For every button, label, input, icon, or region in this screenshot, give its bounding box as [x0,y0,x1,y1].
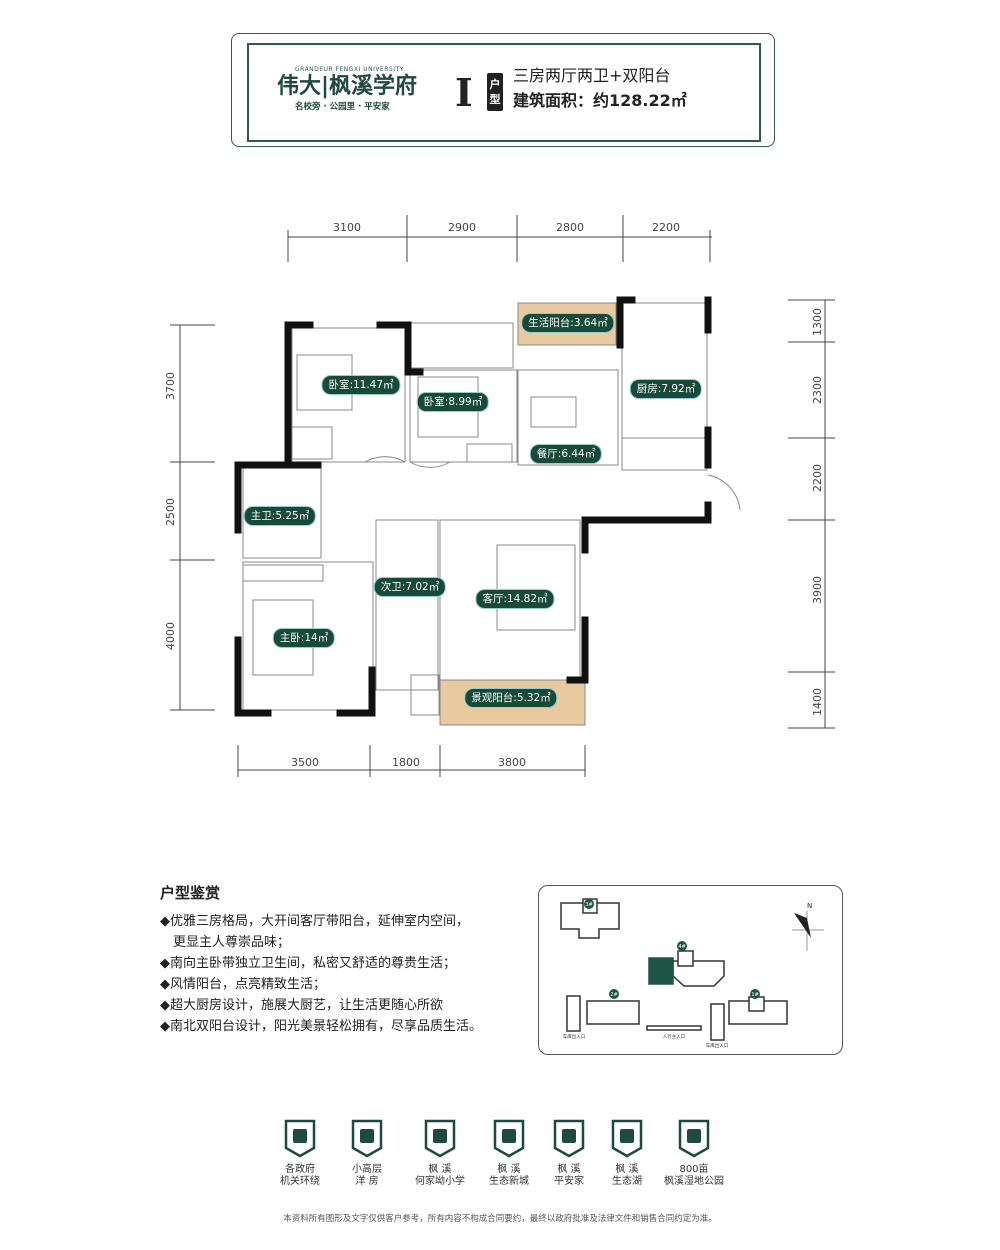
dim-right-4: 3900 [811,576,824,604]
amenity-line2: 生态湖 [612,1176,642,1187]
features-title: 户型鉴赏 [160,884,221,902]
amenity-line2: 平安家 [554,1176,584,1187]
room-label-view-balcony: 景观阳台:5.32㎡ [464,688,558,708]
building-label: 4# [678,944,685,950]
amenity-item: 小高层洋 房 [327,1118,407,1188]
amenity-item: 枫 溪生态新城 [469,1118,549,1188]
dim-right-2: 2300 [811,376,824,404]
site-map: 3# 4# 2# 1# N 车库出入口 人行主入口 车库出入口 [538,885,843,1055]
room-label-second-bath: 次卫:7.02㎡ [373,577,447,597]
garage-entrance-west [566,995,581,1032]
dim-left-3: 4000 [164,622,177,650]
highlighted-unit [648,957,674,985]
north-arrow-icon: N [792,902,824,951]
room-label-master-bath: 主卫:5.25㎡ [243,506,317,526]
room-label-kitchen: 厨房:7.92㎡ [629,379,703,399]
room-label-living: 客厅:14.82㎡ [475,589,555,609]
feature-item: ◆优雅三房格局，大开间客厅带阳台，延伸室内空间， [160,914,469,929]
dimension-lines [170,215,835,777]
building-label: 2# [610,992,617,998]
brand-english: GRANDEUR FENGXI UNIVERSITY [295,66,404,73]
layout-description: 三房两厅两卫+双阳台 [513,66,671,85]
dim-right-1: 1300 [811,308,824,336]
title-banner: GRANDEUR FENGXI UNIVERSITY 伟大|枫溪学府 名校旁 ·… [225,33,778,148]
disclaimer: 本资料所有图形及文字仅供客户参考，所有内容不构成合同要约，最终以政府批准及法律文… [283,1214,717,1224]
dim-top-2: 2900 [448,221,476,234]
dim-bottom-1: 3500 [291,756,319,769]
building-label: 3# [585,902,592,908]
room-label-utility-balcony: 生活阳台:3.64㎡ [521,313,615,333]
pedestrian-entrance [646,1025,702,1031]
features-section: 户型鉴赏 ◆优雅三房格局，大开间客厅带阳台，延伸室内空间， 更显主人尊崇品味； … [160,884,530,1037]
svg-text:N: N [807,902,812,910]
amenity-item: 各政府机关环绕 [260,1118,340,1188]
dim-top-4: 2200 [652,221,680,234]
lake-tree-icon [611,1119,643,1158]
amenity-line1: 800亩 [679,1164,709,1175]
dim-bottom-2: 1800 [392,756,420,769]
site-map-drawing: 3# 4# 2# 1# N 车库出入口 人行主入口 车库出入口 [560,898,824,1049]
unit-type: I [455,70,473,115]
graduation-cap-icon [553,1119,585,1158]
exterior-walls [234,296,712,717]
dim-bottom-3: 3800 [498,756,526,769]
amenity-line2: 机关环绕 [280,1176,320,1187]
tree-icon [678,1119,710,1158]
dim-top-1: 3100 [333,221,361,234]
brand-logo: 伟大|枫溪学府 [277,74,418,99]
amenity-item: 枫 溪平安家 [529,1118,609,1188]
building-area: 建筑面积：约128.22㎡ [513,91,687,110]
room-label-dining: 餐厅:6.44㎡ [529,444,603,464]
dim-left-2: 2500 [164,498,177,526]
room-label-bedroom-1: 卧室:11.47㎡ [321,375,401,395]
amenity-item: 枫 溪生态湖 [587,1118,667,1188]
amenity-line1: 枫 溪 [428,1164,452,1175]
room-label-master-bedroom: 主卧:14㎡ [272,628,336,648]
building-2 [586,1000,640,1025]
feature-item: ◆超大厨房设计，施展大厨艺，让生活更随心所欲 [160,998,443,1013]
amenity-line1: 小高层 [352,1164,382,1175]
entrance-label: 人行主入口 [663,1033,686,1040]
amenity-line1: 枫 溪 [497,1164,521,1175]
house-icon [351,1119,383,1158]
amenity-item: 800亩枫溪湿地公园 [654,1118,734,1188]
dim-right-3: 2200 [811,464,824,492]
official-icon [284,1119,316,1158]
building-3 [560,902,620,939]
unit-tag: 户型 [487,73,503,111]
building-label: 1# [751,992,758,998]
landscape-icon [493,1119,525,1158]
dim-right-5: 1400 [811,688,824,716]
dim-left-1: 3700 [164,372,177,400]
dim-top-3: 2800 [556,221,584,234]
interior-lines [242,302,741,716]
brand-slogan: 名校旁 · 公园里 · 平安家 [295,102,390,112]
feature-item: ◆风情阳台，点亮精致生活； [160,977,326,992]
building-1 [728,1000,788,1025]
amenity-line1: 枫 溪 [615,1164,639,1175]
entrance-label: 车库出入口 [563,1033,586,1040]
amenity-line1: 枫 溪 [557,1164,581,1175]
amenity-line2: 枫溪湿地公园 [664,1176,724,1187]
floor-plan: 3100 2900 2800 2200 3500 1800 3800 3700 … [164,215,835,777]
room-label-bedroom-2: 卧室:8.99㎡ [416,392,490,412]
scroll-frame [231,33,775,147]
feature-item: ◆南向主卧带独立卫生间，私密又舒适的尊贵生活； [160,956,456,971]
amenity-line2: 生态新城 [489,1176,529,1187]
scroll-inner-frame [247,43,761,142]
amenity-item: 枫 溪何家坳小学 [400,1118,480,1188]
feature-item: ◆南北双阳台设计，阳光美景轻松拥有，尽享品质生活。 [160,1019,482,1034]
amenity-line2: 何家坳小学 [415,1176,465,1187]
feature-item: 更显主人尊崇品味； [160,935,291,950]
garage-entrance-east [710,1003,725,1041]
amenity-line2: 洋 房 [355,1176,379,1187]
entrance-label: 车库出入口 [706,1042,729,1049]
book-icon [424,1119,456,1158]
amenity-line1: 各政府 [285,1164,315,1175]
